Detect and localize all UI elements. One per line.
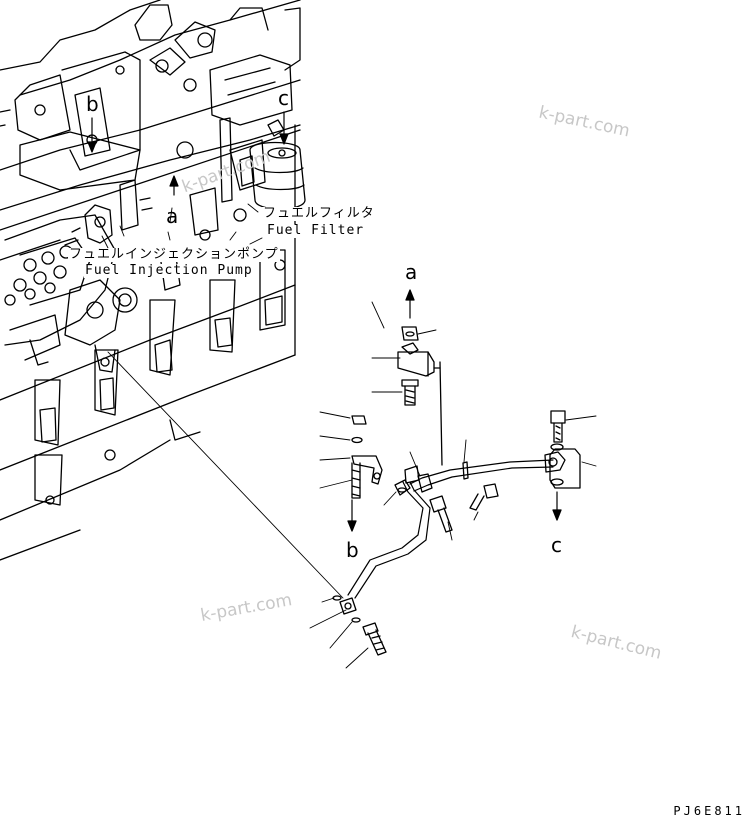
engine-arrows xyxy=(87,111,289,196)
view-letter-b-pipe: b xyxy=(346,538,359,562)
view-letter-a-pipe: a xyxy=(405,260,418,284)
drawing-code: PJ6E811 xyxy=(673,804,745,818)
injection-pump-label-en: Fuel Injection Pump xyxy=(84,263,254,278)
fuel-pipe-assembly xyxy=(332,289,581,656)
fuel-filter-label-en: Fuel Filter xyxy=(266,223,366,238)
view-letter-c-engine: c xyxy=(278,86,289,110)
view-letter-b-engine: b xyxy=(86,92,99,116)
engine-leaders xyxy=(101,203,344,599)
view-letter-c-pipe: c xyxy=(551,533,562,557)
fuel-filter-label-jp: フュエルフィルタ xyxy=(262,206,376,221)
pipe-leaders xyxy=(309,301,597,669)
injection-pump-label-jp: フュエルインジェクションポンプ xyxy=(68,247,280,262)
engine-block xyxy=(0,0,301,561)
view-letter-a-engine: a xyxy=(166,204,179,228)
fuel-filter xyxy=(239,119,306,210)
